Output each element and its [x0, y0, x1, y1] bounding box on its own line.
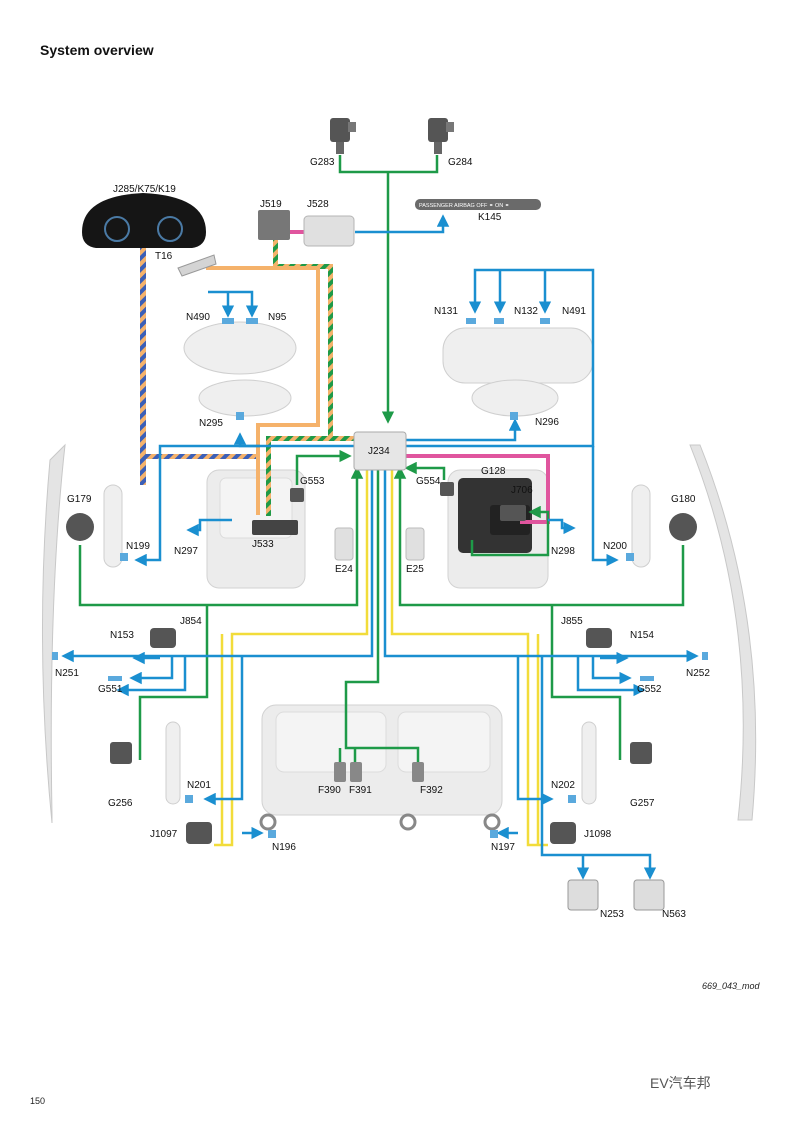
label-g257: G257: [630, 798, 655, 809]
belt-tension-sensors: [290, 482, 526, 521]
label-n153: N153: [110, 630, 134, 641]
label-j285: J285/K75/K19: [113, 184, 176, 195]
page-number: 150: [30, 1096, 46, 1106]
label-g283: G283: [310, 157, 335, 168]
igniters-n253-n563: [567, 879, 665, 911]
magenta-wiring: [290, 230, 550, 524]
label-t16: T16: [155, 251, 173, 262]
k145-text: PASSENGER AIRBAG OFF ⚭ ON ⚭: [419, 203, 509, 209]
label-g553: G553: [300, 476, 325, 487]
label-j528: J528: [307, 199, 329, 210]
passenger-airbag-off-light-k145: PASSENGER AIRBAG OFF ⚭ ON ⚭: [415, 199, 541, 210]
label-j533: J533: [252, 539, 274, 550]
label-e25: E25: [406, 564, 424, 575]
rear-belt-rings: [259, 813, 501, 831]
label-f391: F391: [349, 785, 372, 796]
blue-wiring: [61, 214, 699, 880]
label-n197: N197: [491, 842, 515, 853]
label-j706: J706: [511, 485, 533, 496]
passenger-airbag-n131: [442, 327, 594, 384]
label-g551: G551: [98, 684, 123, 695]
label-n251: N251: [55, 668, 79, 679]
label-j854: J854: [180, 616, 202, 627]
connector-pads: [52, 318, 708, 838]
label-n296: N296: [535, 417, 559, 428]
label-f392: F392: [420, 785, 443, 796]
belt-tensioners: [110, 628, 652, 844]
side-airbags: [103, 484, 651, 805]
label-j1097: J1097: [150, 829, 178, 840]
label-g180: G180: [671, 494, 696, 505]
gateway-j533: [252, 520, 298, 535]
labels: G283 G284 J285/K75/K19 T16 J519 J528 K14…: [55, 157, 710, 920]
instrument-cluster: [82, 193, 206, 248]
label-f390: F390: [318, 785, 341, 796]
crash-sensor-g283: [330, 118, 356, 154]
label-e24: E24: [335, 564, 353, 575]
label-n253: N253: [600, 909, 624, 920]
label-n154: N154: [630, 630, 654, 641]
airbag-control-unit-j234: [353, 431, 407, 471]
label-j519: J519: [260, 199, 282, 210]
front-right-seat: [447, 469, 549, 589]
label-n298: N298: [551, 546, 575, 557]
label-n297: N297: [174, 546, 198, 557]
label-n200: N200: [603, 541, 627, 552]
label-n563: N563: [662, 909, 686, 920]
label-g284: G284: [448, 157, 473, 168]
label-k145: K145: [478, 212, 502, 223]
driver-airbag-n95: [183, 321, 297, 375]
yellow-wiring: [214, 470, 548, 847]
label-g128: G128: [481, 466, 506, 477]
orange-wiring: [206, 266, 320, 515]
car-body-outline: [41, 443, 757, 824]
passenger-knee-airbag-n296: [471, 379, 559, 417]
label-g554: G554: [416, 476, 441, 487]
label-j1098: J1098: [584, 829, 612, 840]
label-n131: N131: [434, 306, 458, 317]
label-n202: N202: [551, 780, 575, 791]
crash-sensor-g284: [428, 118, 454, 154]
seat-belt-buckles: [334, 527, 425, 561]
rear-bench-seat: [261, 704, 503, 816]
rear-buckles-f390-f392: [334, 762, 424, 782]
label-g179: G179: [67, 494, 92, 505]
label-j234: J234: [368, 446, 390, 457]
label-n199: N199: [126, 541, 150, 552]
label-g256: G256: [108, 798, 133, 809]
diagnostic-connector-t16: [177, 254, 217, 277]
label-n196: N196: [272, 842, 296, 853]
label-n252: N252: [686, 668, 710, 679]
figure-id: 669_043_mod: [702, 981, 760, 991]
label-n95: N95: [268, 312, 287, 323]
watermark: EV汽车邦: [650, 1075, 711, 1091]
control-unit-j519: [258, 210, 290, 240]
driver-knee-airbag-n295: [198, 379, 292, 417]
control-unit-j528: [303, 215, 355, 247]
label-n491: N491: [562, 306, 586, 317]
label-n132: N132: [514, 306, 538, 317]
label-n295: N295: [199, 418, 223, 429]
sensors-g179-g180: [66, 513, 697, 541]
label-g552: G552: [637, 684, 662, 695]
label-n490: N490: [186, 312, 210, 323]
label-n201: N201: [187, 780, 211, 791]
page-title: System overview: [40, 42, 154, 58]
label-j855: J855: [561, 616, 583, 627]
green-wiring: [78, 155, 685, 765]
